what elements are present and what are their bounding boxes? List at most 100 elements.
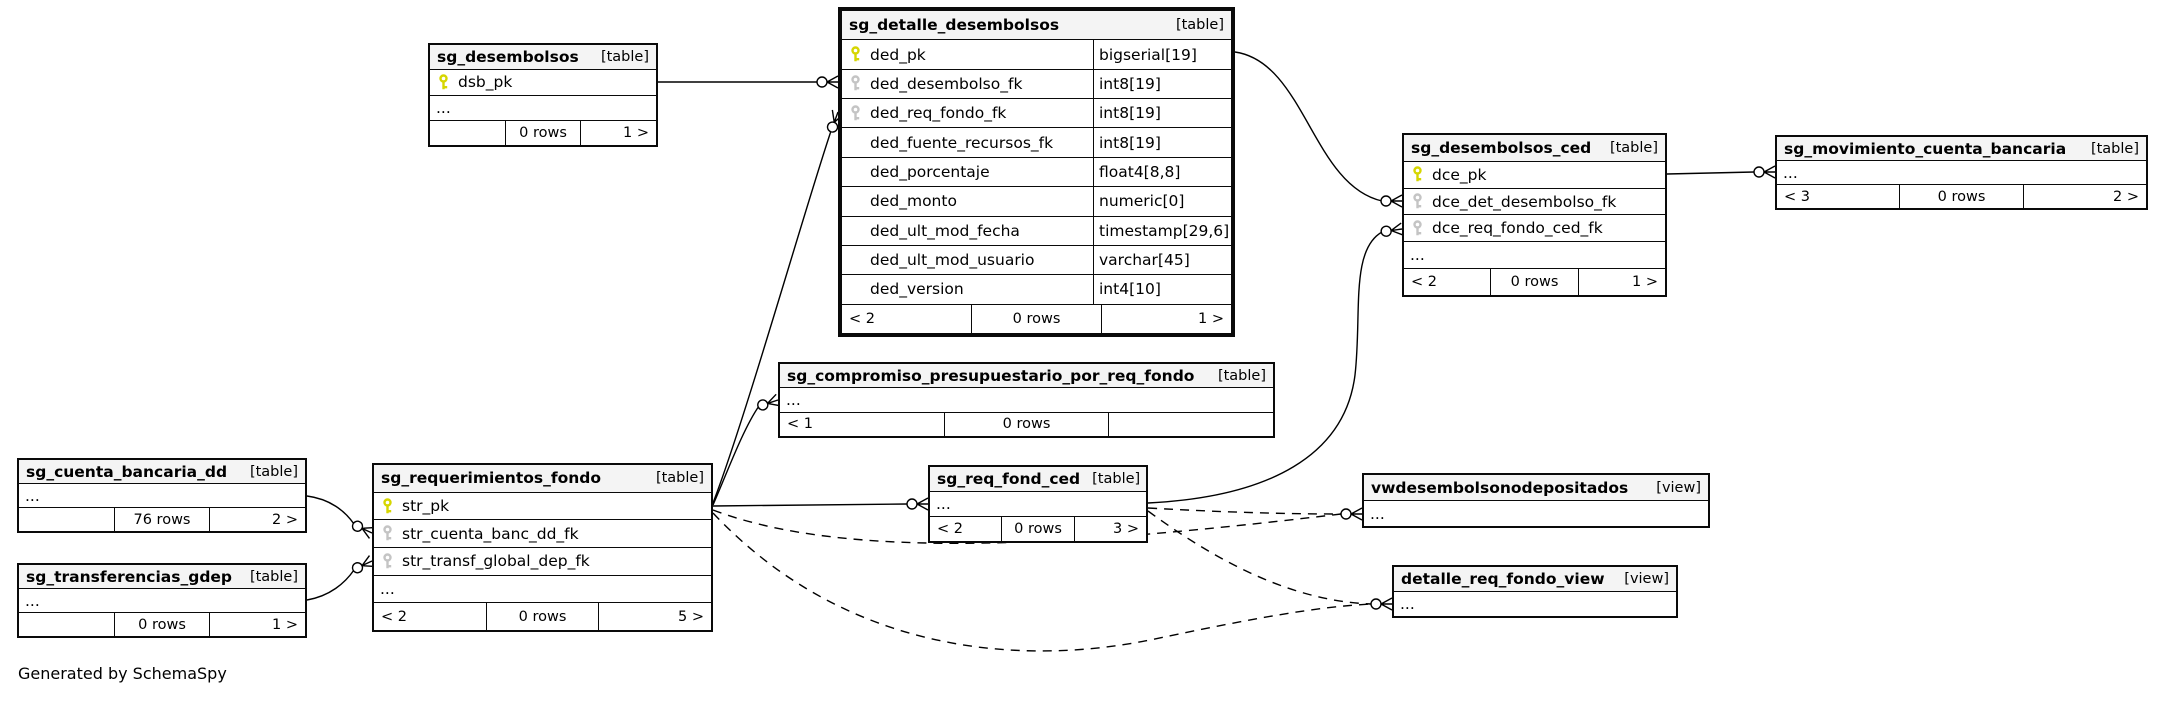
hidden-columns-row: ...: [1777, 160, 2146, 184]
table-header-sg_cuenta_bancaria_dd[interactable]: sg_cuenta_bancaria_dd[table]: [19, 460, 305, 483]
table-header-sg_requerimientos_fondo[interactable]: sg_requerimientos_fondo[table]: [374, 465, 711, 492]
table-header-sg_movimiento_cuenta_bancaria[interactable]: sg_movimiento_cuenta_bancaria [table]: [1777, 137, 2146, 160]
fk-endpoint-marker: [1370, 597, 1393, 611]
column-type: float4[8,8]: [1093, 157, 1231, 187]
table-name: sg_desembolsos_ced: [1411, 138, 1592, 157]
hidden-columns-row: ...: [780, 387, 1273, 411]
related-in-count: [19, 508, 114, 531]
hidden-columns-row: ...: [1364, 500, 1708, 526]
table-header-vwdesembolsonodepositados[interactable]: vwdesembolsonodepositados[view]: [1364, 475, 1708, 500]
table-name: sg_transferencias_gdep: [26, 567, 233, 586]
column-type: int8[19]: [1093, 128, 1231, 157]
related-in-count: [19, 613, 114, 636]
relationship-sg_detalle_desembolsos.ded_pk--sg_desembolsos_ced.dce_det_desembolso_fk: [1234, 51, 1383, 202]
fk-endpoint-marker: [1380, 222, 1404, 237]
table-header-sg_req_fond_ced[interactable]: sg_req_fond_ced[table]: [930, 467, 1146, 491]
table-kind-badge: [table]: [249, 463, 298, 480]
primary-key-icon: [380, 497, 395, 515]
fk-endpoint-marker: [1340, 507, 1363, 521]
fk-endpoint-marker: [906, 497, 929, 511]
column-name: str_transf_global_dep_fk: [402, 552, 590, 571]
relationship-sg_req_fond_ced--sg_desembolsos_ced.dce_req_fondo_ced_fk: [1147, 231, 1383, 504]
fk-endpoint-marker: [816, 75, 839, 89]
relationship-sg_req_fond_ced--vwdesembolsonodepositados: [1147, 507, 1342, 515]
table-box-sg_compromiso_presupuestario_por_req_fondo: sg_compromiso_presupuestario_por_req_fon…: [778, 362, 1275, 438]
column-name: ded_monto: [870, 192, 957, 211]
column-row: str_cuenta_banc_dd_fk: [374, 519, 711, 547]
row-count: 0 rows: [504, 120, 581, 145]
table-header-detalle_req_fondo_view[interactable]: detalle_req_fondo_view[view]: [1394, 567, 1676, 591]
hidden-columns-row: ...: [19, 483, 305, 507]
primary-key-icon: [1410, 166, 1425, 183]
hidden-columns-row: ...: [930, 491, 1146, 516]
hidden-columns-row: ...: [1404, 241, 1665, 268]
fk-endpoint-marker: [757, 393, 780, 411]
column-name: ded_ult_mod_usuario: [870, 251, 1035, 270]
primary-key-icon: [436, 74, 451, 91]
ellipsis-label: ...: [25, 591, 40, 610]
table-header-sg_detalle_desembolsos[interactable]: sg_detalle_desembolsos[table]: [842, 11, 1231, 40]
row-count: 0 rows: [971, 304, 1101, 333]
row-count: 0 rows: [1490, 269, 1577, 295]
column-name: dce_req_fondo_ced_fk: [1432, 219, 1603, 238]
related-out-count: [1108, 412, 1273, 436]
column-name: ded_porcentaje: [870, 162, 990, 181]
hidden-columns-row: ...: [430, 94, 656, 120]
row-count: 0 rows: [1001, 517, 1073, 541]
table-header-sg_transferencias_gdep[interactable]: sg_transferencias_gdep[table]: [19, 565, 305, 588]
row-count: 0 rows: [485, 603, 599, 631]
primary-key-icon: [848, 46, 863, 63]
table-kind-badge: [table]: [600, 49, 649, 66]
column-type: int8[19]: [1093, 99, 1231, 128]
column-type: varchar[45]: [1093, 245, 1231, 275]
related-out-count: 5 >: [598, 603, 711, 631]
ellipsis-label: ...: [436, 98, 451, 117]
row-count: 0 rows: [113, 613, 210, 636]
ellipsis-label: ...: [936, 495, 951, 513]
fk-endpoint-marker: [1380, 194, 1403, 208]
table-header-sg_desembolsos[interactable]: sg_desembolsos[table]: [430, 45, 656, 70]
column-row: ded_pk bigserial[19]: [842, 39, 1231, 69]
relationship-sg_desembolsos_ced.dce_pk--sg_movimiento_cuenta_bancaria: [1666, 171, 1755, 175]
ellipsis-label: ...: [1410, 246, 1425, 265]
table-kind-badge: [table]: [1175, 17, 1224, 34]
table-header-sg_desembolsos_ced[interactable]: sg_desembolsos_ced[table]: [1404, 135, 1665, 161]
column-type: numeric[0]: [1093, 187, 1231, 216]
column-row: ded_monto numeric[0]: [842, 186, 1231, 216]
column-type: bigserial[19]: [1093, 40, 1231, 69]
ellipsis-label: ...: [25, 486, 40, 505]
related-out-count: 2 >: [2022, 185, 2146, 208]
column-name: ded_fuente_recursos_fk: [870, 133, 1054, 152]
table-name: sg_movimiento_cuenta_bancaria: [1784, 139, 2067, 158]
table-name: vwdesembolsonodepositados: [1371, 478, 1629, 497]
column-name: ded_pk: [870, 45, 926, 64]
column-name: dsb_pk: [458, 73, 513, 92]
table-box-sg_requerimientos_fondo: sg_requerimientos_fondo[table] str_pk str_…: [372, 463, 713, 632]
table-box-sg_detalle_desembolsos: sg_detalle_desembolsos[table] ded_pk bigse…: [838, 7, 1235, 337]
foreign-key-icon: [380, 525, 395, 542]
related-in-count: [430, 121, 505, 145]
column-name: ded_ult_mod_fecha: [870, 221, 1020, 240]
table-header-sg_compromiso_presupuestario_por_req_fondo[interactable]: sg_compromiso_presupuestario_por_req_fon…: [780, 364, 1273, 388]
column-name: str_pk: [402, 497, 450, 515]
ellipsis-label: ...: [1400, 595, 1415, 613]
ellipsis-label: ...: [1783, 163, 1798, 182]
table-kind-badge: [table]: [2090, 140, 2139, 157]
related-in-count: < 2: [381, 608, 407, 625]
column-row: ded_porcentaje float4[8,8]: [842, 156, 1231, 187]
related-out-count: 3 >: [1073, 517, 1146, 541]
related-in-count: < 2: [937, 521, 963, 537]
ellipsis-label: ...: [1370, 504, 1385, 523]
